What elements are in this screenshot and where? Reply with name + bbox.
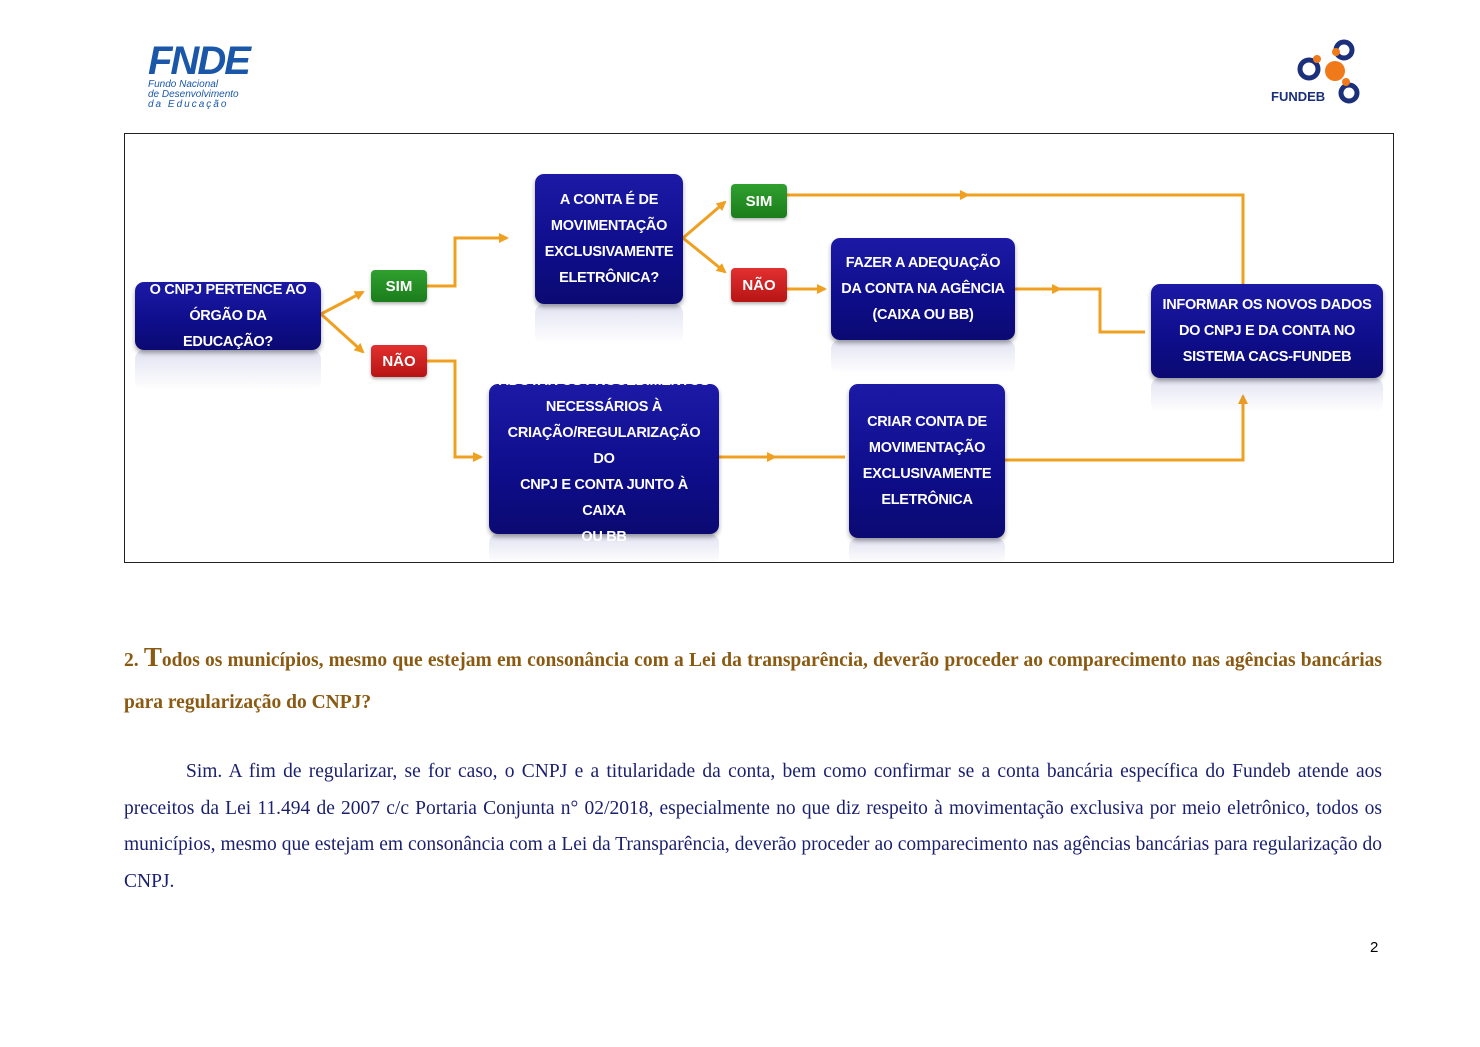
page-number: 2 xyxy=(1370,939,1379,956)
tag-label: SIM xyxy=(745,192,773,210)
flow-box-criar: CRIAR CONTA DE MOVIMENTAÇÃO EXCLUSIVAMEN… xyxy=(849,384,1005,538)
fundeb-rings-icon xyxy=(1297,39,1360,104)
tag-nao-1: NÃO xyxy=(371,345,427,377)
flow-box-label: INFORMAR OS NOVOS DADOS DO CNPJ E DA CON… xyxy=(1162,297,1372,365)
flow-box-adotar: ADOTAR OS PROCEDIMENTOS NECESSÁRIOS À CR… xyxy=(489,373,719,545)
flow-box-informar: INFORMAR OS NOVOS DADOS DO CNPJ E DA CON… xyxy=(1151,284,1383,378)
tag-sim-1: SIM xyxy=(371,270,427,302)
fnde-subtitle-line: da Educação xyxy=(148,99,229,110)
flowchart-connectors xyxy=(319,190,1248,462)
tag-label: NÃO xyxy=(382,352,416,370)
fnde-logo: FNDE Fundo Nacional de Desenvolvimento d… xyxy=(148,39,258,122)
fnde-subtitle-line: Fundo Nacional xyxy=(148,79,219,90)
fnde-logo-mark: FNDE xyxy=(148,39,251,83)
answer-paragraph: Sim. A fim de regularizar, se for caso, … xyxy=(124,761,1382,892)
box-reflection xyxy=(135,350,321,390)
flow-box-start: O CNPJ PERTENCE AO ÓRGÃO DA EDUCAÇÃO? xyxy=(135,282,321,350)
tag-nao-2: NÃO xyxy=(731,268,787,302)
box-reflection xyxy=(831,340,1015,374)
fnde-subtitle-line: de Desenvolvimento xyxy=(148,89,239,100)
flow-box-adequacao: FAZER A ADEQUAÇÃO DA CONTA NA AGÊNCIA (C… xyxy=(831,238,1015,340)
tag-label: SIM xyxy=(385,277,413,295)
flow-box-label: CRIAR CONTA DE MOVIMENTAÇÃO EXCLUSIVAMEN… xyxy=(862,414,992,508)
tag-label: NÃO xyxy=(742,276,776,294)
fundeb-logo-text: FUNDEB xyxy=(1271,89,1326,104)
flow-box-label: FAZER A ADEQUAÇÃO DA CONTA NA AGÊNCIA (C… xyxy=(841,255,1005,323)
box-reflection xyxy=(849,538,1005,562)
flow-box-label: O CNPJ PERTENCE AO ÓRGÃO DA EDUCAÇÃO? xyxy=(149,282,307,350)
flow-box-electronic: A CONTA É DE MOVIMENTAÇÃO EXCLUSIVAMENTE… xyxy=(535,174,683,304)
question-number: 2. xyxy=(124,650,139,671)
box-reflection xyxy=(489,534,719,562)
flow-box-label: A CONTA É DE MOVIMENTAÇÃO EXCLUSIVAMENTE… xyxy=(544,192,674,286)
question-text: odos os municípios, mesmo que estejam em… xyxy=(124,650,1383,713)
tag-sim-2: SIM xyxy=(731,184,787,218)
box-reflection xyxy=(1151,378,1383,412)
fundeb-logo: FUNDEB xyxy=(1268,36,1368,110)
box-reflection xyxy=(535,304,683,344)
flowchart-figure: O CNPJ PERTENCE AO ÓRGÃO DA EDUCAÇÃO? SI… xyxy=(124,133,1394,563)
question-heading: 2. Todos os municípios, mesmo que esteja… xyxy=(124,636,1382,724)
fnde-logo-subtitle: Fundo Nacional de Desenvolvimento da Edu… xyxy=(148,80,258,110)
flow-box-label: ADOTAR OS PROCEDIMENTOS NECESSÁRIOS À CR… xyxy=(498,373,710,545)
question-drop-letter: T xyxy=(143,642,162,672)
